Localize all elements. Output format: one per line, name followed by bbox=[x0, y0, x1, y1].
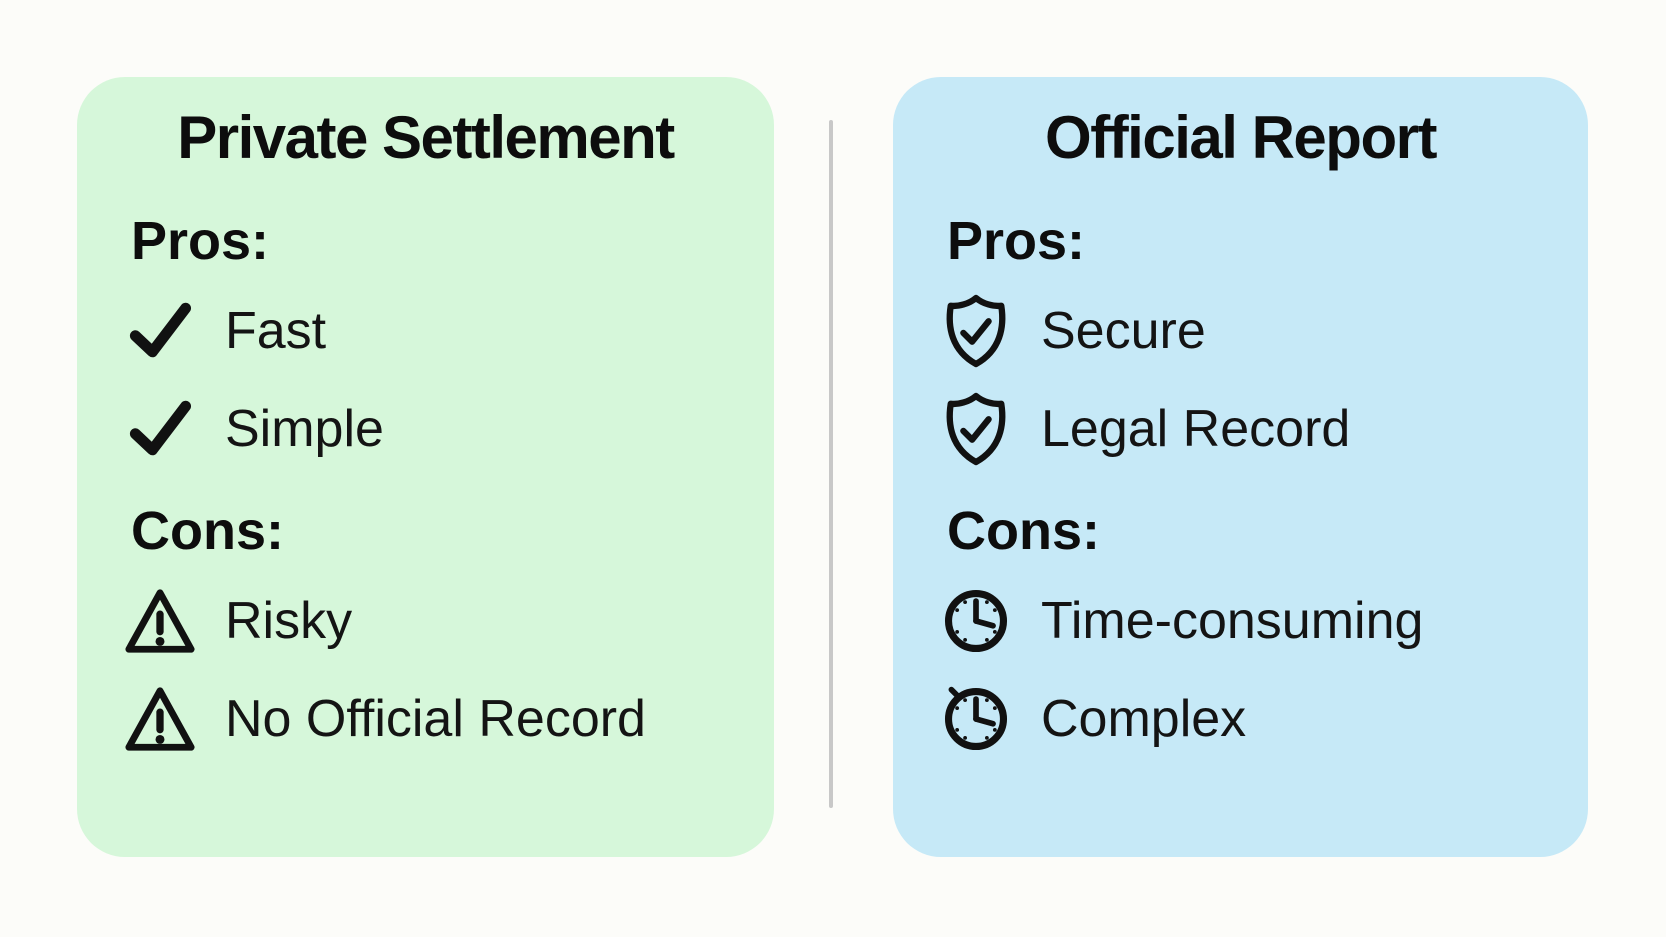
list-item-no-official-record: No Official Record bbox=[121, 681, 774, 757]
shield-check-icon bbox=[937, 389, 1015, 469]
card-official-report: Official Report Pros: Secure Legal Recor… bbox=[893, 77, 1588, 857]
check-icon bbox=[121, 291, 199, 371]
item-label: Time-consuming bbox=[1041, 592, 1424, 650]
item-label: Legal Record bbox=[1041, 400, 1351, 458]
vertical-divider bbox=[829, 120, 833, 808]
stopwatch-clock-icon bbox=[937, 679, 1015, 759]
shield-check-icon bbox=[937, 291, 1015, 371]
item-label: Secure bbox=[1041, 302, 1206, 360]
check-icon bbox=[121, 389, 199, 469]
list-item-legal-record: Legal Record bbox=[937, 391, 1588, 467]
list-item-secure: Secure bbox=[937, 293, 1588, 369]
list-item-time-consuming: Time-consuming bbox=[937, 583, 1588, 659]
list-item-complex: Complex bbox=[937, 681, 1588, 757]
card-title: Official Report bbox=[1045, 104, 1437, 171]
list-item-simple: Simple bbox=[121, 391, 774, 467]
item-label: Simple bbox=[225, 400, 384, 458]
card-private-settlement: Private Settlement Pros: Fast Simple Con… bbox=[77, 77, 774, 857]
pros-label: Pros: bbox=[131, 211, 270, 271]
list-item-fast: Fast bbox=[121, 293, 774, 369]
clock-icon bbox=[937, 581, 1015, 661]
warning-icon bbox=[121, 581, 199, 661]
item-label: Complex bbox=[1041, 690, 1247, 748]
item-label: No Official Record bbox=[225, 690, 646, 748]
card-title: Private Settlement bbox=[177, 104, 675, 171]
list-item-risky: Risky bbox=[121, 583, 774, 659]
cons-label: Cons: bbox=[131, 501, 284, 561]
item-label: Risky bbox=[225, 592, 353, 650]
cons-label: Cons: bbox=[947, 501, 1100, 561]
warning-icon bbox=[121, 679, 199, 759]
pros-label: Pros: bbox=[947, 211, 1086, 271]
item-label: Fast bbox=[225, 302, 327, 360]
